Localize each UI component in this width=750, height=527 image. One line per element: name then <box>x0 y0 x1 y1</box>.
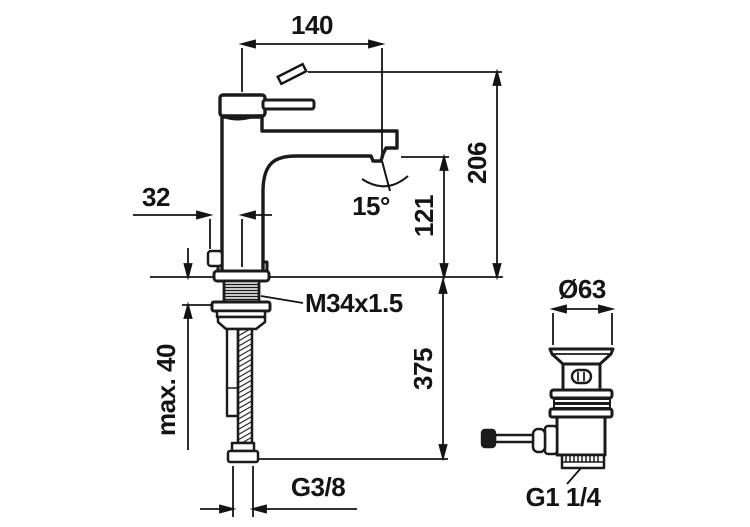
arrowhead <box>238 39 256 49</box>
pull-rod-knob <box>206 249 224 268</box>
dim-label-waste-flange-diameter: Ø63 <box>558 274 606 304</box>
arrowhead <box>183 301 193 319</box>
arrowhead <box>196 210 214 220</box>
faucet-side-view <box>206 93 399 464</box>
leader-line-body-thread <box>260 295 304 304</box>
overflow-slot <box>570 368 593 385</box>
mixer-cartridge-head <box>218 93 267 118</box>
lever-port-nut <box>543 424 559 456</box>
drain-washer-band2 <box>553 403 611 409</box>
dim-label-supply-thread: G3/8 <box>290 472 346 502</box>
handle-raised-indicator <box>276 62 308 86</box>
drain-funnel <box>548 347 615 366</box>
arrowhead <box>439 263 449 281</box>
pop-up-lever-rod <box>493 433 535 444</box>
faucet-handle-lever <box>261 98 316 111</box>
arrowhead <box>368 39 386 49</box>
arrowhead <box>492 263 502 281</box>
drain-flange <box>549 388 614 400</box>
arrowhead <box>549 304 567 314</box>
drain-washer-band1 <box>553 398 611 404</box>
pop-up-rod-tube <box>225 327 240 418</box>
dim-label-hose-length: 375 <box>408 348 438 390</box>
shank-thread-hatching <box>224 283 259 301</box>
lever-port-cap <box>531 427 547 454</box>
leader-line-waste-thread <box>566 467 582 485</box>
arrowhead <box>238 210 256 220</box>
dim-label-spout-angle: 15° <box>352 191 390 221</box>
dim-label-spout-reach: 140 <box>291 10 333 40</box>
supply-hose-braided <box>236 327 254 445</box>
dim-label-body-thread: M34x1.5 <box>305 288 403 318</box>
arrowhead <box>438 276 448 294</box>
lock-nut <box>216 315 267 331</box>
faucet-body-outline <box>220 115 399 275</box>
spout-angle-arc <box>361 175 409 188</box>
drain-thread-hatching <box>561 455 605 463</box>
head-body-junction-line <box>223 114 260 121</box>
arrowhead <box>598 304 616 314</box>
base-flange <box>212 269 271 283</box>
dim-label-rod-offset: 32 <box>142 182 170 212</box>
arrowhead <box>439 153 449 171</box>
drain-valve-side-view <box>480 347 615 470</box>
arrowhead <box>219 504 237 514</box>
arrowhead <box>438 444 448 462</box>
arrowhead <box>183 263 193 281</box>
hose-fitting-nut <box>226 449 260 464</box>
mounting-nut <box>210 300 272 313</box>
dim-label-waste-thread: G1 1/4 <box>525 482 601 512</box>
drain-lower-body <box>555 415 607 457</box>
arrowhead <box>492 68 502 86</box>
dimension-annotations <box>133 39 616 517</box>
arrowhead <box>249 504 267 514</box>
dim-label-outlet-height: 121 <box>409 195 439 237</box>
lever-rod-knob <box>480 428 497 449</box>
dim-label-max-deck-thickness: max. 40 <box>151 344 181 436</box>
dim-label-overall-height: 206 <box>462 142 492 184</box>
